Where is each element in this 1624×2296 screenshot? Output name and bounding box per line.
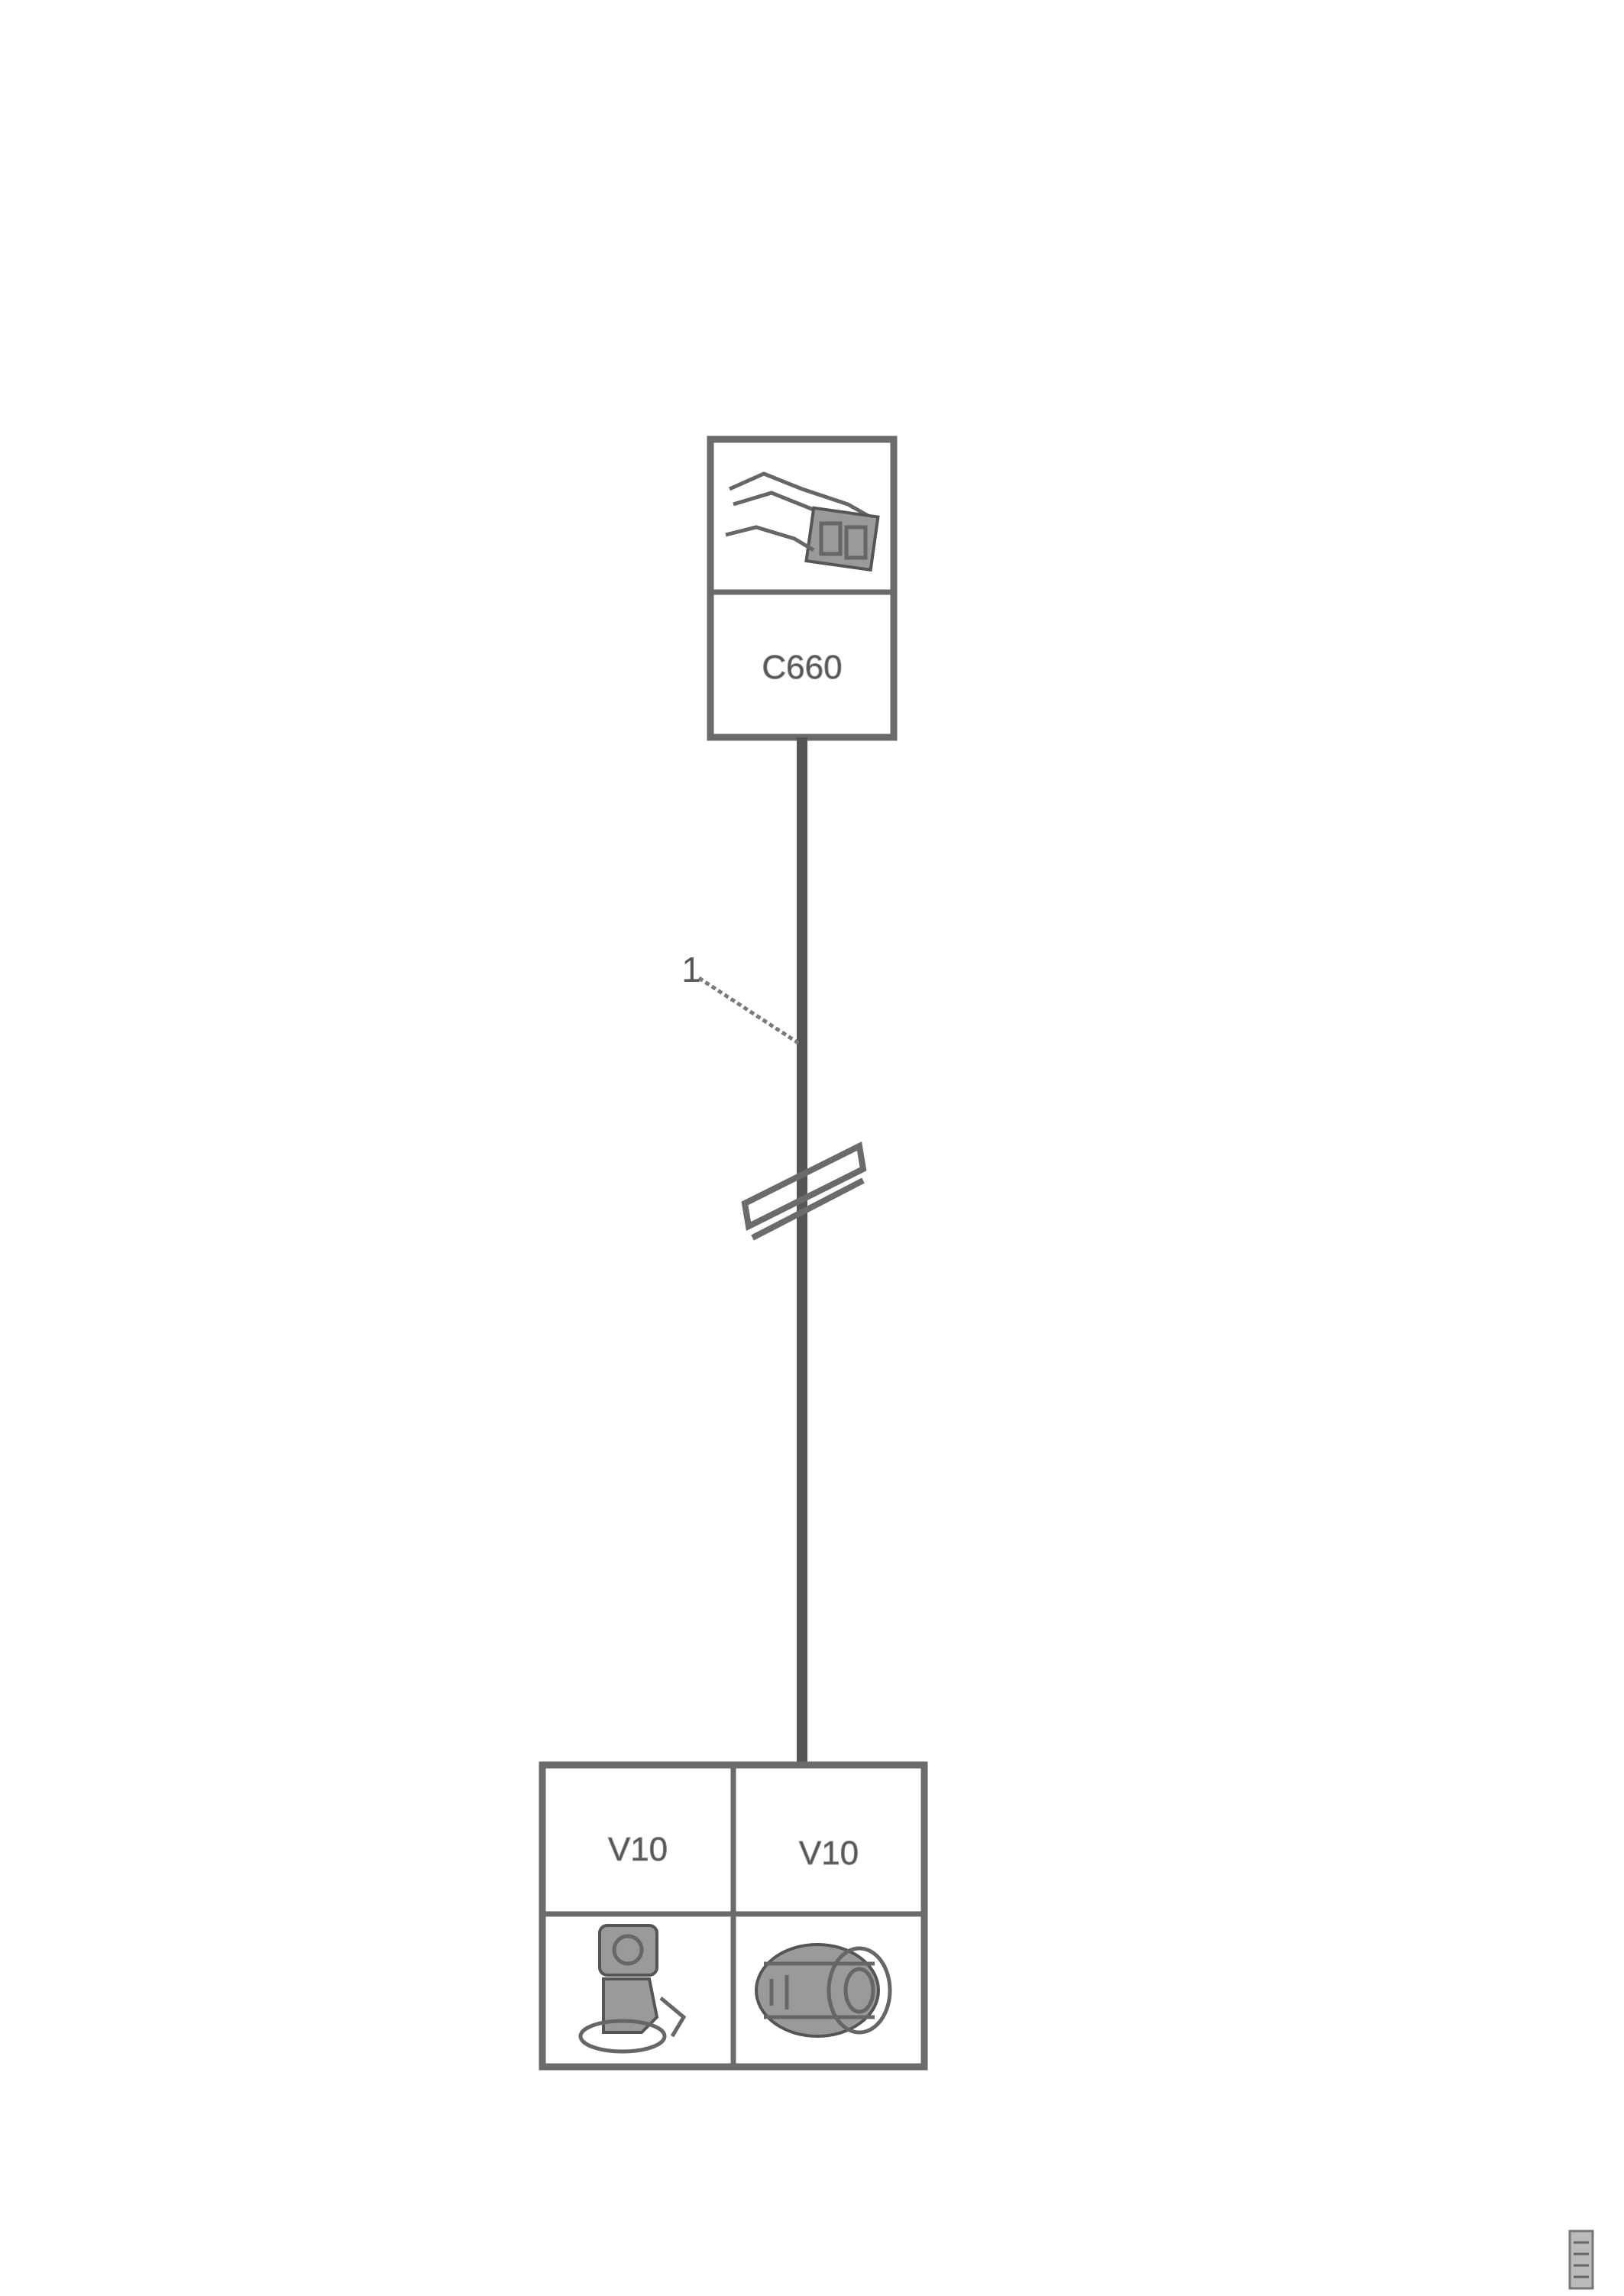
wiring-connector-icon <box>725 471 880 572</box>
bottom-right-code: V10 <box>799 1835 859 1872</box>
top-connector[interactable]: C660 <box>707 436 898 741</box>
reference-stamp-icon <box>1568 2230 1594 2290</box>
wire-break-mark <box>741 1142 867 1241</box>
cylindrical-motor-icon <box>755 1943 892 2038</box>
pump-motor-icon <box>578 1924 687 2054</box>
wire-callout: 1 <box>681 950 800 1045</box>
callout-leader-line <box>697 976 800 1045</box>
top-connector-code: C660 <box>762 649 842 686</box>
bottom-left-code: V10 <box>608 1831 668 1868</box>
bottom-component[interactable]: V10 V10 <box>539 1761 928 2071</box>
callout-number: 1 <box>681 950 701 989</box>
